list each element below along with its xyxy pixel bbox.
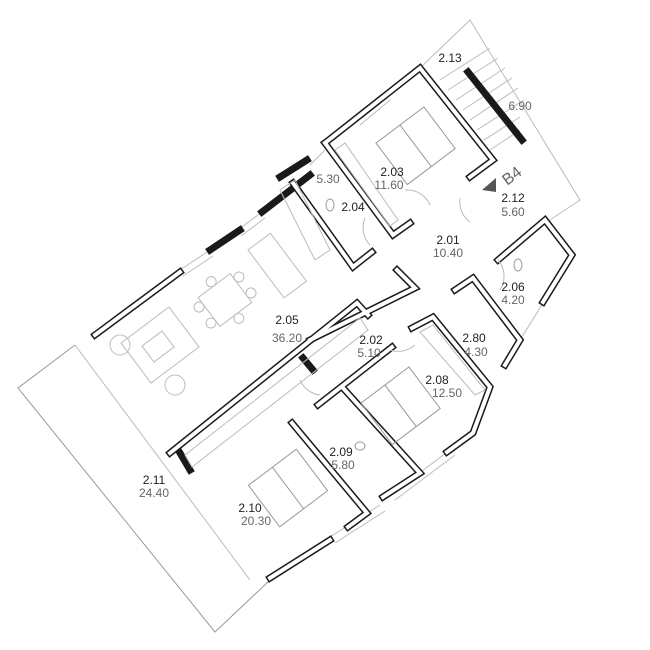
bed xyxy=(360,366,441,446)
dining-table xyxy=(193,271,257,329)
room-number: 2.04 xyxy=(341,200,365,214)
block-label: B4 xyxy=(499,164,525,189)
room-number: 2.05 xyxy=(275,313,299,327)
kitchen-island xyxy=(247,232,308,299)
room-area: 5.80 xyxy=(331,458,355,472)
room-number: 2.06 xyxy=(501,280,525,294)
terrace-outline xyxy=(17,344,271,633)
room-area: 11.60 xyxy=(374,178,403,192)
room-area: 4.20 xyxy=(501,293,525,307)
plant xyxy=(109,334,131,356)
room-area: 5.30 xyxy=(316,172,340,186)
toilet-icon xyxy=(325,198,523,451)
terrace-edge xyxy=(74,344,251,581)
kitchen-counter xyxy=(279,179,331,261)
room-number: 2.01 xyxy=(436,233,460,247)
north-triangle-icon xyxy=(482,178,496,192)
room-area: 4.30 xyxy=(464,345,488,359)
room-area: 6.90 xyxy=(508,99,532,113)
door-swings xyxy=(299,189,505,396)
room-area: 10.40 xyxy=(433,246,463,260)
room-number: 2.12 xyxy=(501,191,525,205)
room-area: 12.50 xyxy=(432,386,462,400)
room-area: 24.40 xyxy=(139,486,169,500)
room-number: 2.03 xyxy=(380,165,404,179)
room-labels: 2.13 6.90 2.03 11.60 5.30 2.04 2.12 5.60… xyxy=(139,51,532,528)
room-area: 36.20 xyxy=(272,331,302,345)
room-number: 2.11 xyxy=(143,473,166,487)
stair-outline xyxy=(419,19,581,241)
sofa xyxy=(120,306,200,384)
room-number: 2.13 xyxy=(438,51,462,65)
room-number: 2.08 xyxy=(425,373,449,387)
room-area: 5.60 xyxy=(501,205,525,219)
wardrobe xyxy=(184,142,486,468)
room-number: 2.80 xyxy=(462,331,486,345)
room-number: 2.10 xyxy=(238,501,262,515)
room-area: 5.10 xyxy=(357,346,381,360)
bed xyxy=(375,106,456,186)
room-area: 20.30 xyxy=(241,514,271,528)
plant xyxy=(164,374,186,396)
room-number: 2.02 xyxy=(359,333,383,347)
room-number: 2.09 xyxy=(329,445,353,459)
walls xyxy=(90,63,577,583)
bed xyxy=(247,448,329,528)
